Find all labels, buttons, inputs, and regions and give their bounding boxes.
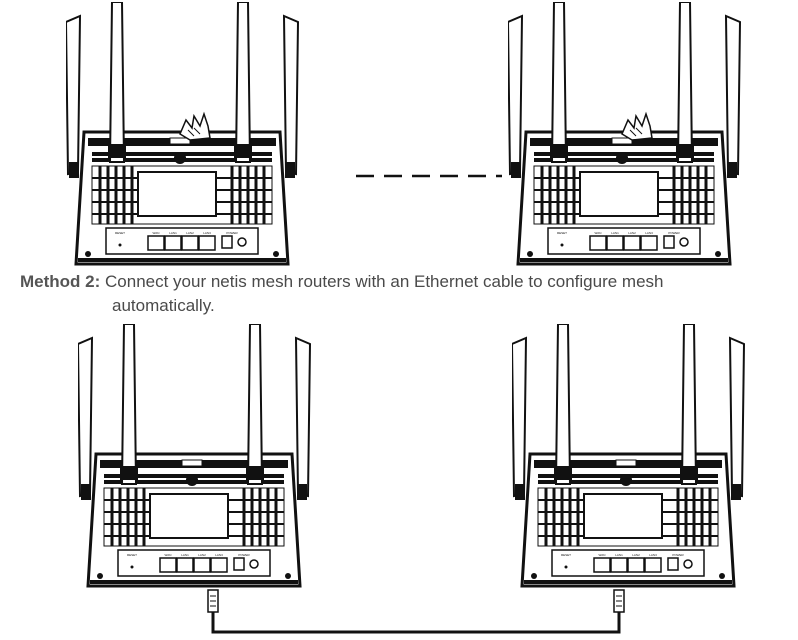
power-label: POWER: [668, 231, 680, 235]
method2-label: Method 2:: [20, 272, 101, 291]
port-label: LAN2: [632, 553, 640, 557]
reset-label: RESET: [115, 231, 125, 235]
power-label: POWER: [226, 231, 238, 235]
router-top-left-illustration: WAN LAN1 LAN2 LAN3 RESET POWER: [66, 2, 300, 266]
port-label: LAN2: [628, 231, 636, 235]
port-label: LAN1: [611, 231, 619, 235]
method2-line2: automatically.: [112, 296, 215, 315]
ethernet-plug-right-icon: [613, 589, 625, 613]
ethernet-plug-left-icon: [207, 589, 219, 613]
ethernet-cable: [207, 589, 625, 634]
port-label: LAN3: [649, 553, 657, 557]
hand-icon: [179, 113, 211, 141]
port-label: LAN2: [186, 231, 194, 235]
port-label: LAN3: [645, 231, 653, 235]
port-label: LAN1: [181, 553, 189, 557]
wireless-link-dashes: [356, 174, 502, 178]
port-label: LAN3: [215, 553, 223, 557]
power-label: POWER: [672, 553, 684, 557]
port-label: WAN: [165, 553, 172, 557]
port-label: WAN: [153, 231, 160, 235]
port-label: LAN1: [169, 231, 177, 235]
port-label: LAN2: [198, 553, 206, 557]
port-label: WAN: [595, 231, 602, 235]
reset-label: RESET: [561, 553, 571, 557]
hand-icon: [621, 113, 653, 141]
router-bottom-left-illustration: WAN LAN1 LAN2 LAN3 RESET POWER: [78, 324, 312, 588]
reset-label: RESET: [557, 231, 567, 235]
method2-line1: Connect your netis mesh routers with an …: [105, 272, 664, 291]
power-label: POWER: [238, 553, 250, 557]
method2-instructions: Method 2: Connect your netis mesh router…: [20, 270, 663, 318]
port-label: LAN3: [203, 231, 211, 235]
port-label: WAN: [599, 553, 606, 557]
port-label: LAN1: [615, 553, 623, 557]
router-bottom-right-illustration: WAN LAN1 LAN2 LAN3 RESET POWER: [512, 324, 746, 588]
reset-label: RESET: [127, 553, 137, 557]
router-top-right-illustration: WAN LAN1 LAN2 LAN3 RESET POWER: [508, 2, 742, 266]
